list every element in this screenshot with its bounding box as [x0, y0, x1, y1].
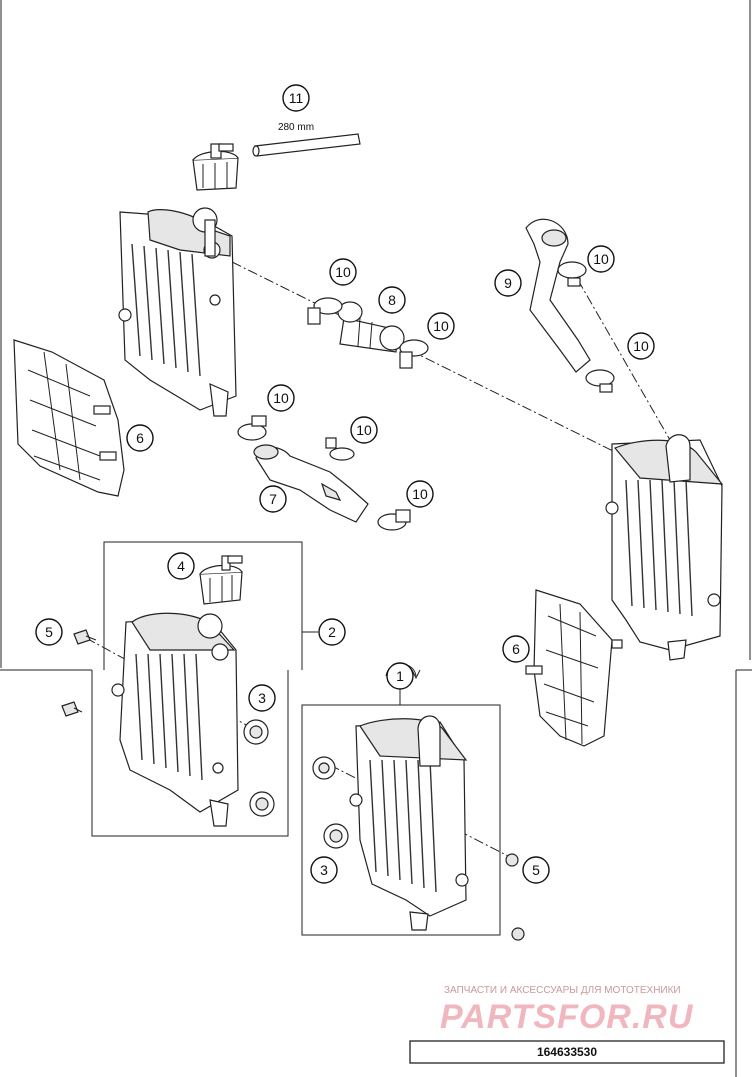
grommet-3-box2-upper [243, 719, 269, 745]
diagram-code-box [409, 1040, 725, 1064]
radiator-shroud-6-right [525, 589, 623, 747]
callout-2[interactable]: 2 [318, 618, 346, 646]
callout-10-b[interactable]: 10 [427, 312, 455, 340]
radiator-shroud-6-left [13, 339, 125, 497]
screw-5-upper-left [73, 629, 97, 645]
clamp-10-at-7-mid [325, 437, 355, 461]
svg-text:2: 2 [328, 624, 336, 640]
svg-text:9: 9 [504, 275, 512, 291]
svg-text:6: 6 [512, 641, 520, 657]
callout-10-d[interactable]: 10 [627, 332, 655, 360]
grommet-3-box1-lower [323, 823, 349, 849]
svg-text:5: 5 [532, 862, 540, 878]
radiator-right-upper [605, 434, 724, 661]
connector-8 [337, 301, 405, 353]
arrow-head-icon [411, 669, 421, 680]
assembly-box-2 [91, 541, 318, 837]
svg-text:10: 10 [633, 338, 649, 354]
callout-9[interactable]: 9 [494, 269, 522, 297]
callout-5-right[interactable]: 5 [522, 856, 550, 884]
svg-text:10: 10 [593, 251, 609, 267]
callout-10-a[interactable]: 10 [329, 258, 357, 286]
assembly-box-1 [301, 688, 501, 936]
callout-5-left[interactable]: 5 [35, 618, 63, 646]
clamp-10-upper-right [557, 261, 587, 287]
callout-4[interactable]: 4 [167, 552, 195, 580]
callout-11[interactable]: 11 [282, 84, 310, 112]
radiator-cap-top [192, 143, 239, 191]
screw-5-lower-left [61, 701, 83, 717]
clamp-10-at-7-bottom [377, 509, 411, 531]
svg-text:8: 8 [388, 292, 396, 308]
hose-9 [525, 218, 591, 373]
svg-text:10: 10 [433, 318, 449, 334]
callout-3-right-of-box2[interactable]: 3 [248, 684, 276, 712]
callout-1[interactable]: 1 [386, 662, 414, 690]
callout-6-right[interactable]: 6 [502, 635, 530, 663]
svg-text:1: 1 [396, 668, 404, 684]
grommet-3-box1-upper [312, 756, 336, 780]
radiator-box-1 [349, 715, 469, 931]
callout-10-g[interactable]: 10 [406, 480, 434, 508]
hose-11 [252, 133, 361, 157]
radiator-cap-4 [199, 555, 243, 605]
callout-10-e[interactable]: 10 [267, 384, 295, 412]
svg-text:10: 10 [273, 390, 289, 406]
clamp-10-at-7-top [237, 415, 267, 441]
callout-3-box1[interactable]: 3 [310, 856, 338, 884]
svg-text:10: 10 [412, 486, 428, 502]
clamp-10-lower-right [585, 369, 615, 393]
callout-10-f[interactable]: 10 [350, 416, 378, 444]
svg-text:3: 3 [258, 690, 266, 706]
grommet-3-box2-lower [249, 791, 275, 817]
svg-text:10: 10 [335, 264, 351, 280]
clamp-10-at-8-left [307, 297, 343, 325]
svg-text:11: 11 [289, 90, 304, 106]
svg-text:7: 7 [269, 491, 277, 507]
clamp-10-at-8-right [399, 339, 429, 369]
svg-text:10: 10 [356, 422, 372, 438]
radiator-left-upper [118, 207, 237, 417]
diagram-code: 164633530 [537, 1045, 597, 1059]
callout-10-c[interactable]: 10 [587, 245, 615, 273]
svg-text:4: 4 [177, 558, 185, 574]
callout-6-left[interactable]: 6 [126, 424, 154, 452]
svg-text:5: 5 [45, 624, 53, 640]
watermark-logo: PARTSFOR.RU [440, 998, 694, 1036]
svg-text:3: 3 [320, 862, 328, 878]
screw-5-box1-lower [511, 927, 525, 941]
callout-8[interactable]: 8 [378, 286, 406, 314]
radiator-box-2 [111, 612, 239, 827]
screw-5-box1-upper [505, 853, 519, 867]
hose-7 [253, 444, 369, 523]
svg-text:6: 6 [136, 430, 144, 446]
callout-7[interactable]: 7 [259, 485, 287, 513]
watermark-tagline: ЗАПЧАСТИ И АКСЕССУАРЫ ДЛЯ МОТОТЕХНИКИ [444, 985, 681, 996]
hose-length-label: 280 mm [278, 122, 314, 133]
